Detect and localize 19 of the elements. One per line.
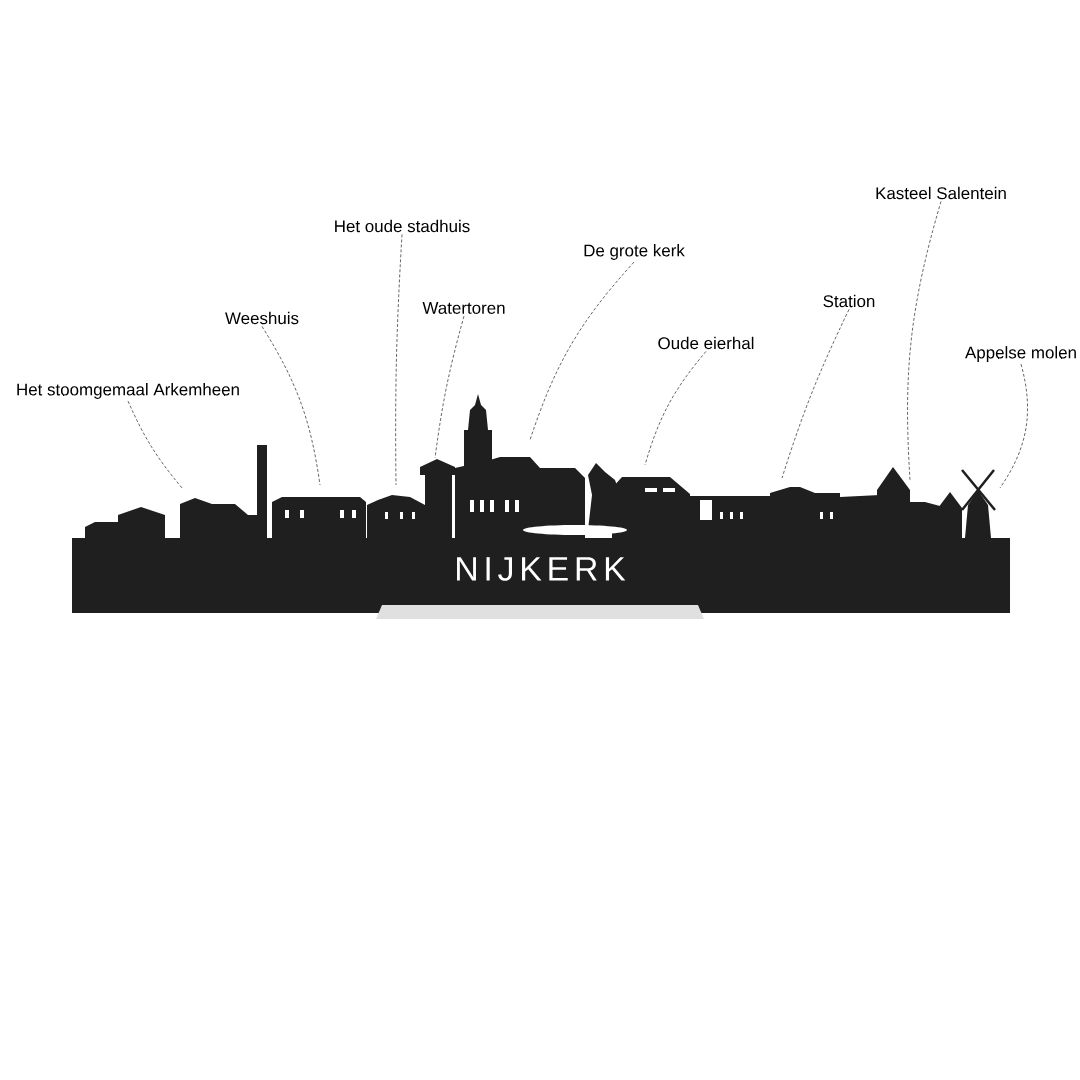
city-name: NIJKERK	[457, 557, 626, 581]
callout-label: Appelse molen	[965, 346, 1076, 362]
leader-line	[999, 363, 1028, 489]
leader-line	[781, 309, 850, 479]
leader-line	[434, 315, 465, 459]
callout-label: Watertoren	[422, 302, 505, 314]
leader-line	[395, 234, 403, 486]
leader-line	[907, 201, 942, 481]
callout-label: De grote kerk	[584, 244, 685, 260]
callout-label: Oude eierhal	[658, 336, 754, 350]
leader-line	[529, 261, 635, 441]
leader-line	[644, 351, 707, 466]
callout-label: Het stoomgemaal Arkemheen	[17, 383, 239, 399]
leader-line	[261, 326, 321, 486]
callout-label: Kasteel Salentein	[876, 186, 1006, 200]
callout-label: Station	[823, 294, 875, 308]
callout-label: Weeshuis	[225, 311, 299, 325]
leader-line	[127, 400, 183, 489]
callout-label: Het oude stadhuis	[335, 219, 470, 233]
